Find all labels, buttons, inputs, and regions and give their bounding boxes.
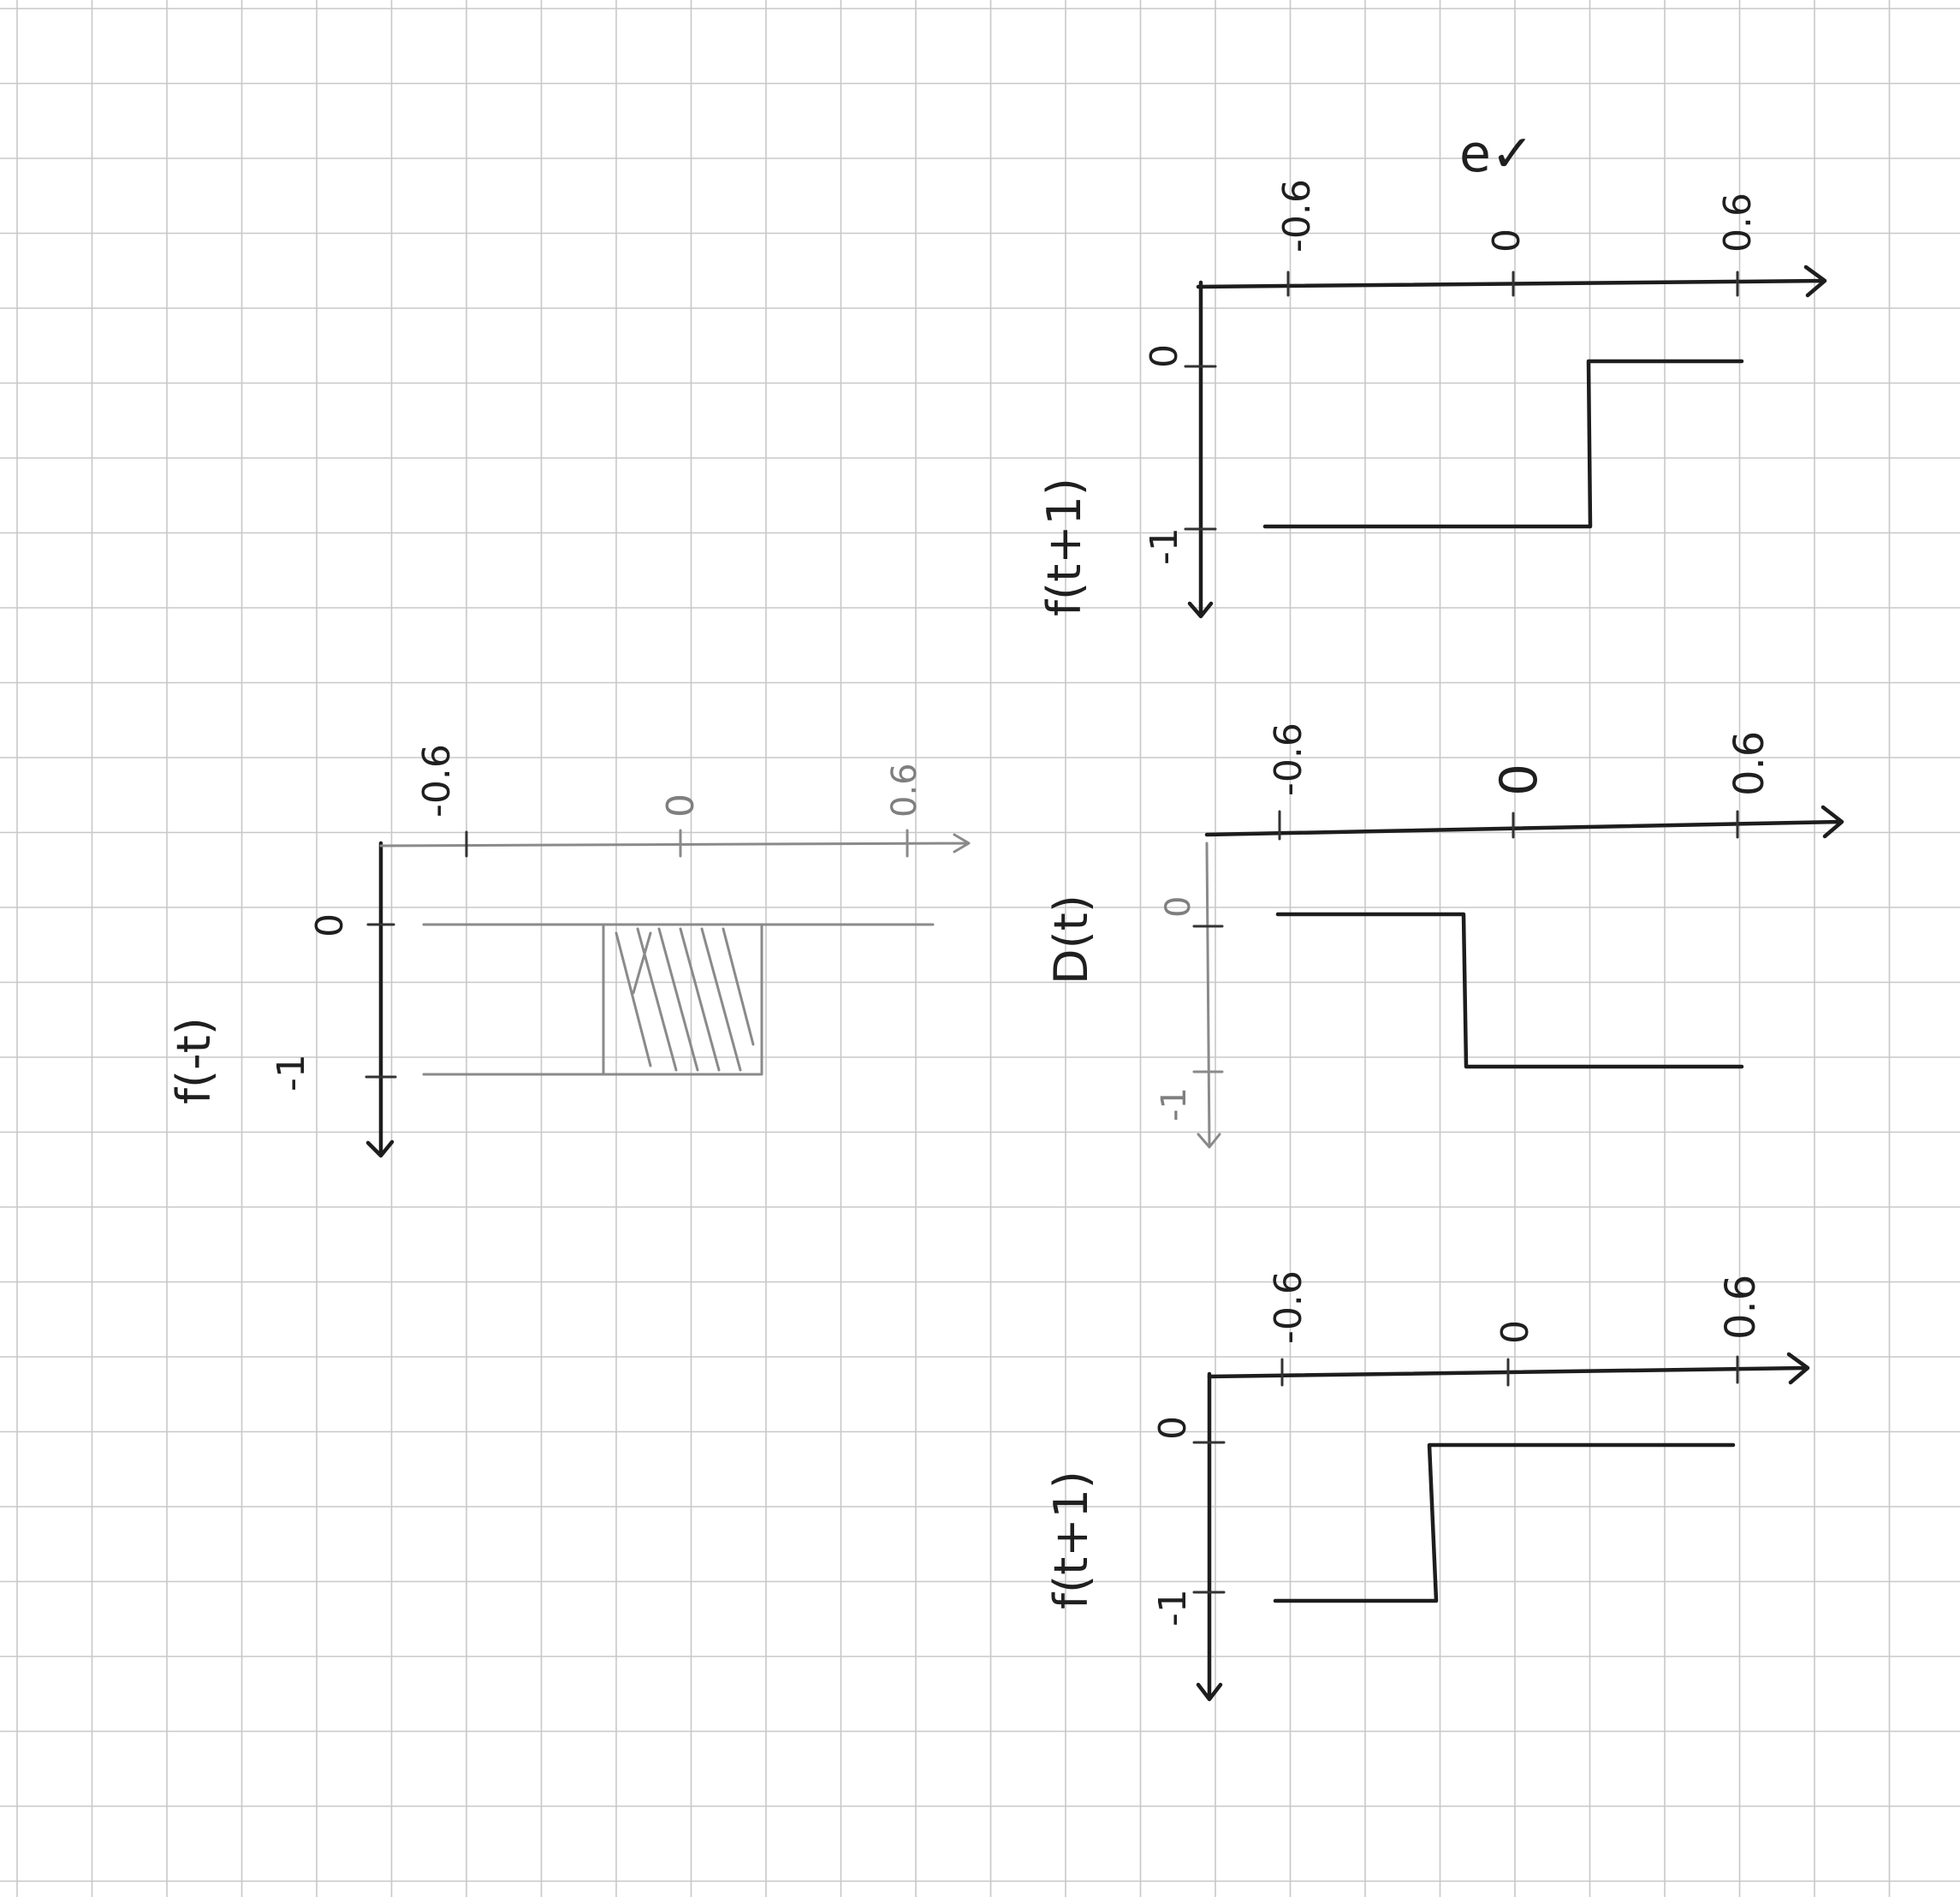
label-y-pos: 0.6 [1725,731,1773,796]
axis-t-vertical [1196,1371,1223,1702]
axis-y-horizontal [1196,265,1827,298]
label-t-minus1: -1 [270,1054,313,1091]
sketch-d-t: 0 -1 -0.6 0 0.6 D(t) [1044,723,1844,1149]
label-y-zero: 0 [659,794,703,818]
label-t-minus1: -1 [1151,1589,1195,1626]
step-waveform [1273,1442,1736,1603]
label-t-minus1: -1 [1143,527,1186,565]
label-y-zero: 0 [1485,229,1529,253]
label-y-neg: -0.6 [1267,723,1310,796]
label-t-minus1: -1 [1155,1087,1194,1121]
label-y-neg: -0.6 [415,744,459,818]
sketch-f-t-plus-1-bottom: 0 -1 -0.6 0 0.6 f(t+1) [1044,1270,1810,1702]
corner-note: e✓ [1459,124,1534,184]
label-y-neg: -0.6 [1275,179,1319,253]
axis-t-vertical [365,841,395,1158]
sketch-f-minus-t: -1 0 -0.6 0 0.6 f(-t) [167,744,971,1158]
label-y-pos: 0.6 [1717,1275,1765,1340]
step-waveform [1262,359,1744,529]
shaded-region-hatch [615,927,755,1072]
label-y-pos: 0.6 [1716,193,1760,253]
sketch-title: D(t) [1044,895,1098,984]
label-y-zero: 0 [1489,764,1549,796]
sketch-title: f(t+1) [1037,478,1091,616]
label-t-zero: 0 [1159,896,1198,918]
label-y-pos: 0.6 [885,763,924,818]
axis-t-vertical [1187,280,1214,619]
sketch-f-t-plus-1-top: 0 -1 -0.6 0 0.6 e✓ f(t+1) [1037,124,1827,619]
axis-y-horizontal [379,833,971,853]
sketch-title: f(t+1) [1044,1471,1098,1609]
axis-t-vertical [1197,841,1221,1149]
label-t-zero: 0 [308,913,352,937]
label-y-neg: -0.6 [1267,1270,1310,1344]
axis-y-horizontal [1204,805,1844,839]
label-t-zero: 0 [1143,344,1186,368]
label-y-zero: 0 [1494,1320,1537,1344]
label-t-zero: 0 [1151,1416,1195,1440]
step-waveform [1275,912,1744,1069]
sketch-title: f(-t) [167,1017,221,1104]
step-waveform [422,923,935,1076]
